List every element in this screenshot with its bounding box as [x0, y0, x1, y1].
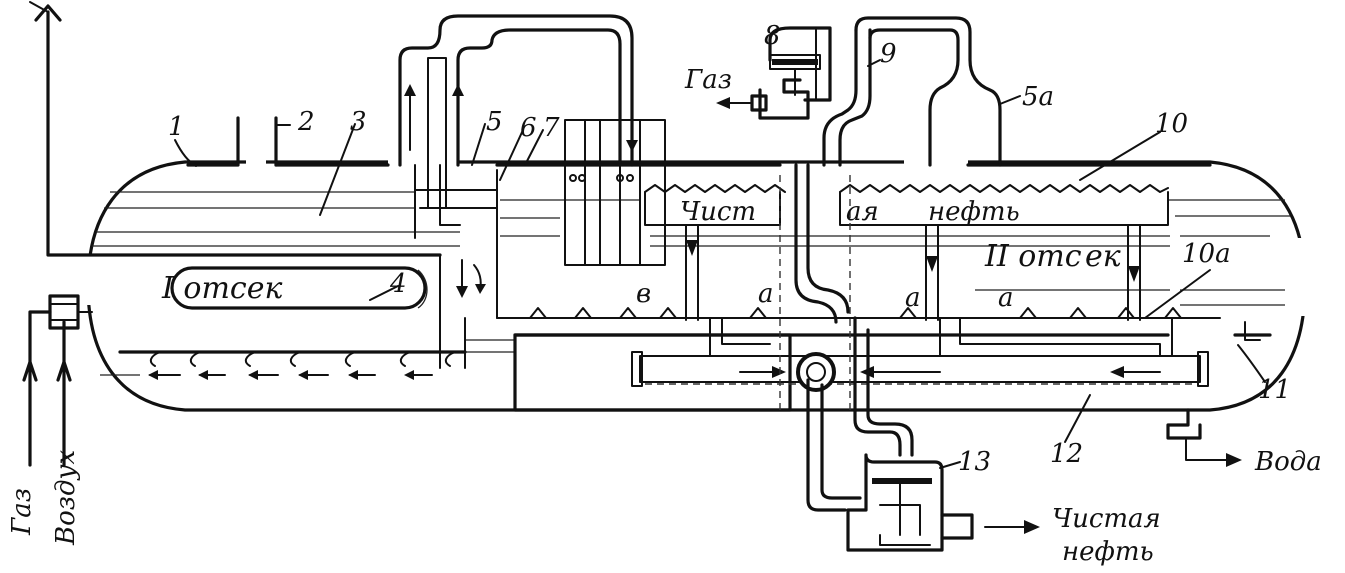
label-5a: 5а — [1022, 82, 1054, 112]
clean-oil-label-3: нефть — [928, 197, 1020, 227]
label-7: 7 — [543, 113, 560, 143]
label-11: 11 — [1258, 375, 1291, 405]
leader-lines — [174, 59, 1266, 469]
label-10: 10 — [1155, 109, 1188, 139]
zone-v: в — [636, 279, 651, 309]
label-8: 8 — [764, 21, 781, 51]
collector-tray-10 — [644, 163, 1212, 226]
label-4: 4 — [389, 269, 407, 299]
compartment-2-label-a: II отс — [984, 239, 1082, 274]
cyclone-6-7 — [495, 119, 782, 266]
label-13: 13 — [958, 447, 991, 477]
label-1: 1 — [168, 112, 185, 142]
distributor-hooks — [118, 350, 467, 380]
label-9: 9 — [880, 39, 897, 69]
oil-regulator-13 — [806, 316, 1040, 552]
vessel-shell — [82, 150, 1312, 412]
gas-outlet-9 — [716, 16, 1002, 324]
clean-oil-label-1: Чист — [680, 197, 756, 227]
bottom-piping-12 — [496, 175, 1272, 412]
clean-oil-outlet-label-1: Чистая — [1052, 504, 1161, 534]
compartment-1-label: I отсек — [161, 271, 282, 306]
nozzle-2 — [186, 116, 390, 167]
baffles — [414, 164, 526, 369]
gas-loop-5 — [398, 14, 638, 209]
label-10a: 10а — [1182, 239, 1231, 269]
label-6: 6 — [520, 113, 537, 143]
water-outlet — [1166, 408, 1242, 467]
zone-a-2: а — [905, 283, 921, 313]
liquid-levels — [92, 191, 1290, 376]
label-2: 2 — [297, 107, 315, 137]
clean-oil-outlet-label-2: нефть — [1062, 537, 1154, 567]
gas-outlet-label: Газ — [684, 65, 732, 95]
zone-a-3: а — [998, 283, 1014, 313]
compartment-2-label-b: ек — [1085, 239, 1121, 274]
gas-inlet-label: Газ — [7, 488, 37, 536]
downcomers — [456, 224, 1141, 321]
label-12: 12 — [1050, 439, 1083, 469]
fire-tube-4 — [170, 266, 428, 310]
air-inlet-label: Воздух — [51, 449, 81, 546]
label-3: 3 — [350, 107, 367, 137]
inlet-pipe — [22, 1, 442, 467]
water-outlet-label: Вода — [1254, 447, 1322, 477]
label-5: 5 — [486, 107, 503, 137]
clean-oil-label-2: ая — [846, 197, 879, 227]
labels: 1 2 3 4 5 5а 6 7 8 9 10 10а 11 12 13 в а… — [7, 21, 1322, 567]
zone-a-1: а — [758, 279, 774, 309]
